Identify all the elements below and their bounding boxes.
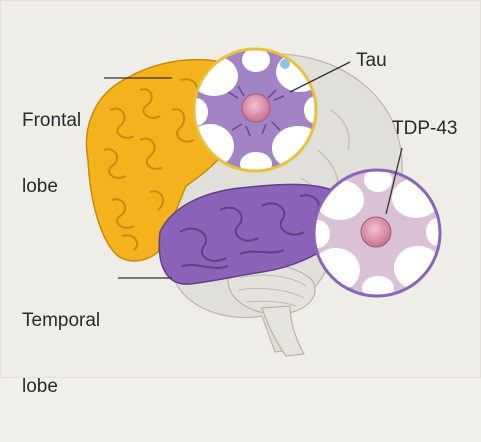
frontal-lobe-label-line2: lobe — [22, 176, 81, 198]
temporal-lobe-label-line2: lobe — [22, 376, 100, 398]
temporal-lobe-label: Temporal lobe — [22, 266, 100, 442]
frontal-lobe-label-line1: Frontal — [22, 110, 81, 132]
temporal-lobe-label-line1: Temporal — [22, 310, 100, 332]
frontal-lobe-label: Frontal lobe — [22, 66, 81, 242]
tdp43-label: TDP-43 — [392, 118, 457, 140]
illustration: Frontal lobe Tau TDP-43 Temporal lobe — [0, 0, 481, 378]
tau-label: Tau — [356, 50, 387, 72]
